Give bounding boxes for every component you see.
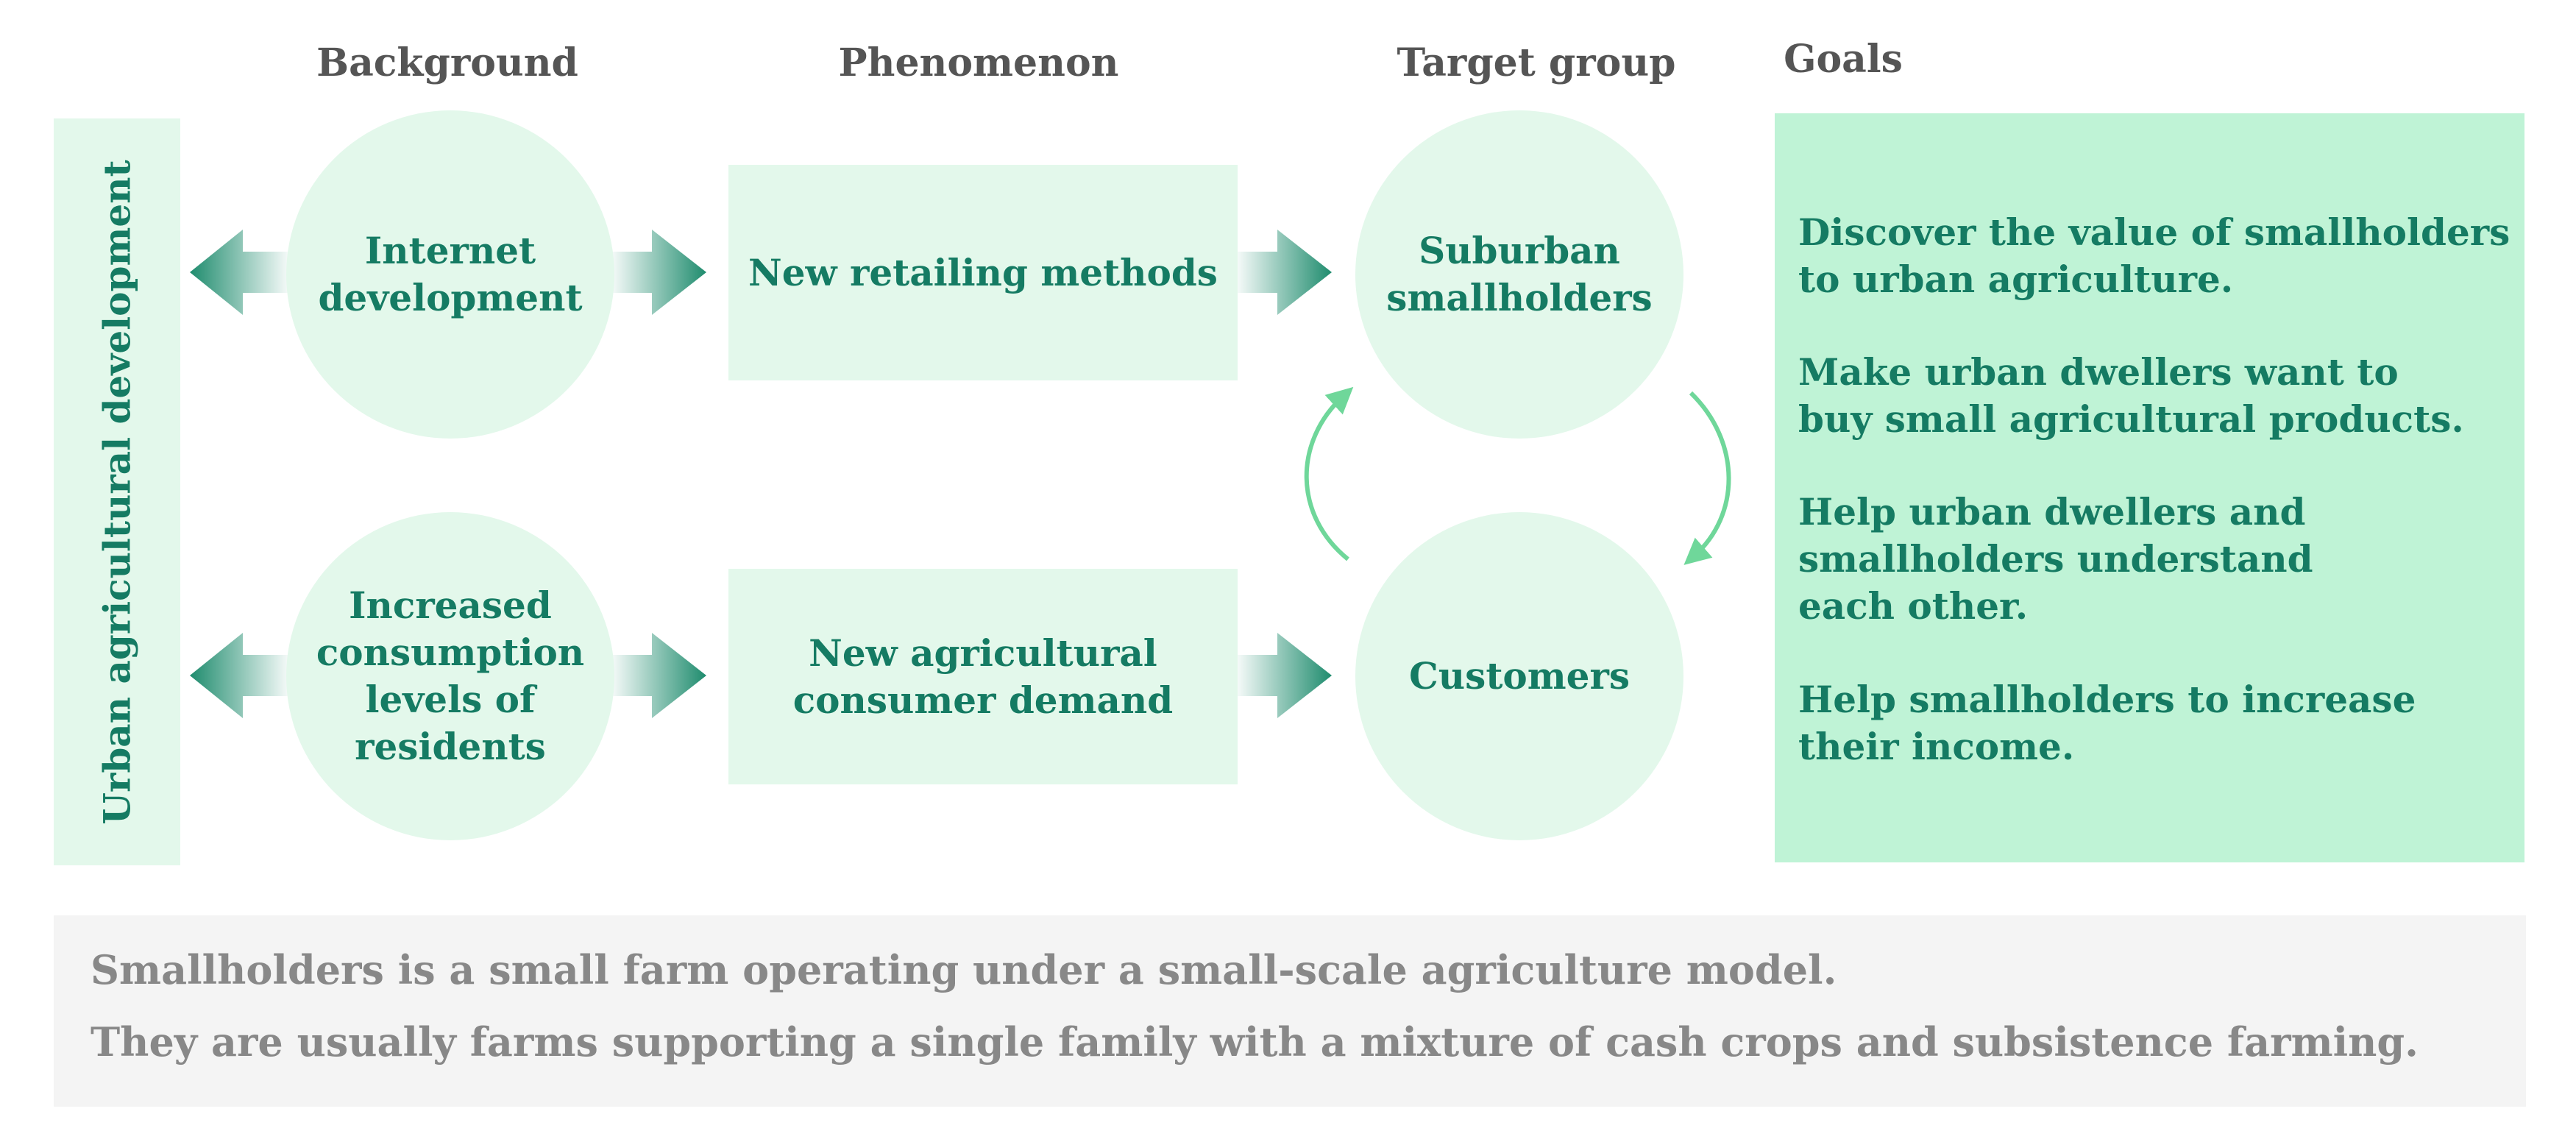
node-new-agricultural-consumer-demand: New agricultural consumer demand xyxy=(728,569,1238,784)
footnote-line: Smallholders is a small farm operating u… xyxy=(91,946,1837,993)
node-internet-development: Internet development xyxy=(286,110,614,439)
column-header-target-group: Target group xyxy=(1397,40,1676,85)
node-label: New retailing methods xyxy=(748,250,1218,294)
arrow-left-top xyxy=(190,230,293,315)
node-suburban-smallholders: Suburban smallholders xyxy=(1355,110,1683,439)
node-label: Increased consumption levels of resident… xyxy=(316,584,585,768)
goal-item: Discover the value of smallholders to ur… xyxy=(1798,210,2511,301)
cycle-arrow-up xyxy=(1304,386,1354,561)
column-header-background: Background xyxy=(316,40,578,85)
goal-item: Make urban dwellers want to buy small ag… xyxy=(1798,350,2464,441)
node-label: Customers xyxy=(1409,654,1630,698)
arrow-right-bottom-1 xyxy=(608,633,706,718)
column-header-goals: Goals xyxy=(1784,37,1903,82)
footnote-panel: Smallholders is a small farm operating u… xyxy=(54,915,2526,1107)
arrow-right-top-2 xyxy=(1233,230,1332,315)
node-customers: Customers xyxy=(1355,512,1683,840)
node-new-retailing-methods: New retailing methods xyxy=(728,165,1238,380)
node-label: New agricultural consumer demand xyxy=(792,631,1174,722)
node-increased-consumption: Increased consumption levels of resident… xyxy=(286,512,614,840)
goals-panel: Discover the value of smallholders to ur… xyxy=(1775,113,2524,862)
arrow-left-bottom xyxy=(190,633,293,718)
footnote-line: They are usually farms supporting a sing… xyxy=(91,1018,2419,1065)
cycle-arrow-down xyxy=(1683,391,1731,565)
column-header-phenomenon: Phenomenon xyxy=(838,40,1119,85)
node-label: Internet development xyxy=(318,229,583,319)
node-label: Suburban smallholders xyxy=(1386,229,1653,319)
sidebar-urban-agricultural-development: Urban agricultural development xyxy=(54,118,180,865)
arrow-right-bottom-2 xyxy=(1233,633,1332,718)
goal-item: Help smallholders to increase their inco… xyxy=(1798,678,2416,768)
arrow-right-top-1 xyxy=(608,230,706,315)
goal-item: Help urban dwellers and smallholders und… xyxy=(1798,490,2313,628)
